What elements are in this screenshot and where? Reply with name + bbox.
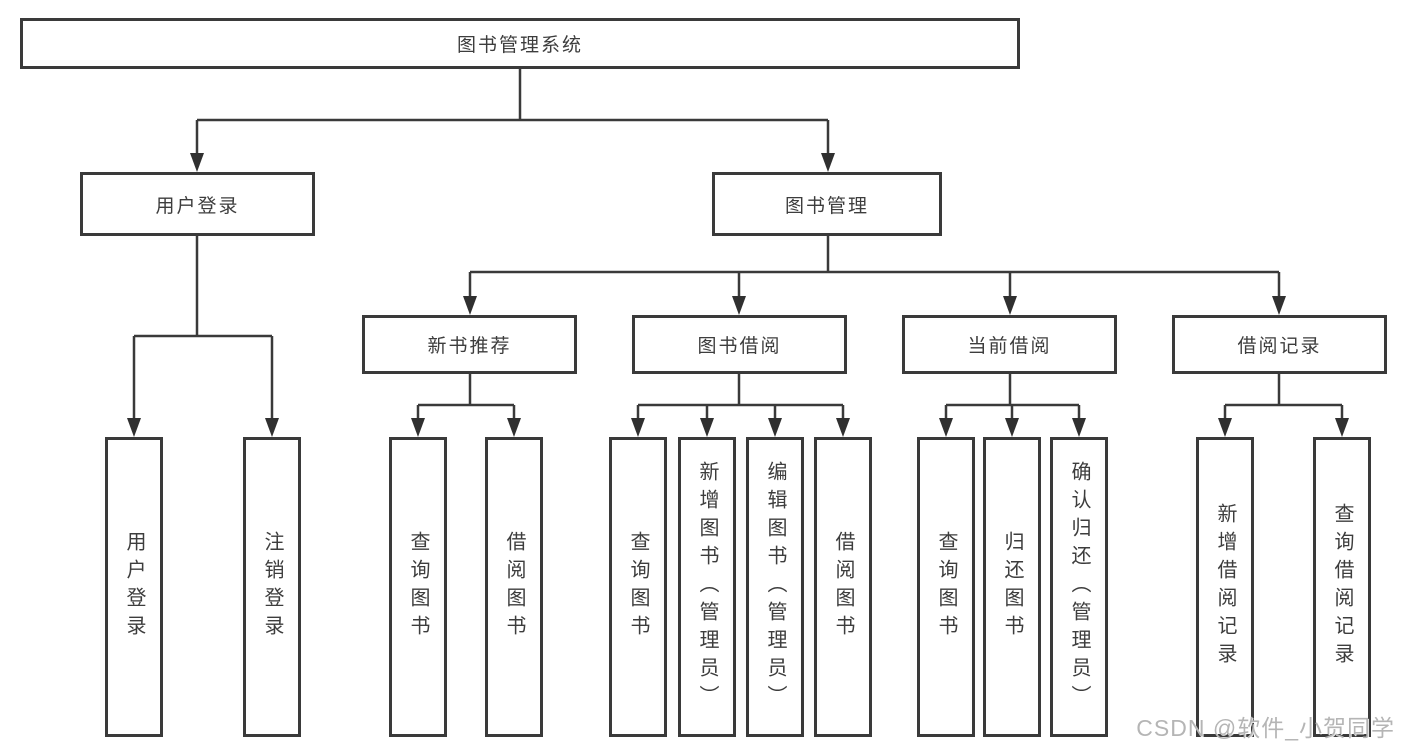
leaf-bb-query-book: 查询图书 [609,437,667,737]
leaf-nb-borrow-book-label: 借阅图书 [503,531,525,643]
leaf-bb-add-book-admin: 新增图书（管理员） [678,437,736,737]
leaf-logout-label: 注销登录 [261,531,283,643]
leaf-cb-confirm-return-admin-label: 确认归还（管理员） [1068,461,1090,713]
leaf-nb-borrow-book: 借阅图书 [485,437,543,737]
leaf-br-add-record-label: 新增借阅记录 [1214,503,1236,671]
node-borrow-record: 借阅记录 [1172,315,1387,374]
leaf-cb-return-book: 归还图书 [983,437,1041,737]
csdn-watermark: CSDN @软件_小贺同学 [1136,715,1395,741]
node-current-borrow: 当前借阅 [902,315,1117,374]
leaf-br-add-record: 新增借阅记录 [1196,437,1254,737]
arrowheads [127,153,1349,437]
leaf-cb-return-book-label: 归还图书 [1001,531,1023,643]
leaf-bb-edit-book-admin: 编辑图书（管理员） [746,437,804,737]
node-root-system: 图书管理系统 [20,18,1020,69]
node-book-borrow: 图书借阅 [632,315,847,374]
leaf-cb-query-book: 查询图书 [917,437,975,737]
leaf-user-login: 用户登录 [105,437,163,737]
leaf-bb-borrow-book-label: 借阅图书 [832,531,854,643]
leaf-nb-query-book-label: 查询图书 [407,531,429,643]
leaf-bb-add-book-admin-label: 新增图书（管理员） [696,461,718,713]
node-user-login: 用户登录 [80,172,315,236]
leaf-br-query-record: 查询借阅记录 [1313,437,1371,737]
leaf-user-login-label: 用户登录 [123,531,145,643]
connector-paths [132,69,1344,419]
node-book-management: 图书管理 [712,172,942,236]
leaf-cb-query-book-label: 查询图书 [935,531,957,643]
leaf-nb-query-book: 查询图书 [389,437,447,737]
leaf-cb-confirm-return-admin: 确认归还（管理员） [1050,437,1108,737]
leaf-br-query-record-label: 查询借阅记录 [1331,503,1353,671]
leaf-bb-borrow-book: 借阅图书 [814,437,872,737]
leaf-logout: 注销登录 [243,437,301,737]
leaf-bb-edit-book-admin-label: 编辑图书（管理员） [764,461,786,713]
node-new-book-recommend: 新书推荐 [362,315,577,374]
leaf-bb-query-book-label: 查询图书 [627,531,649,643]
